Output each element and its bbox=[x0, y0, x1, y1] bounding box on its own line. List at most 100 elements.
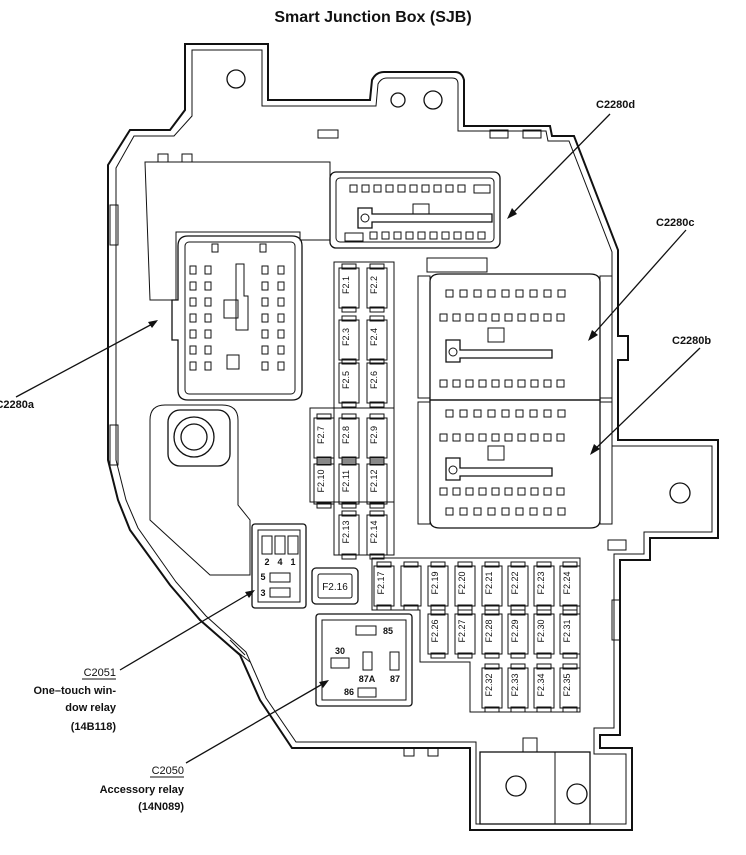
connector-pin bbox=[543, 379, 552, 388]
svg-text:F2.3: F2.3 bbox=[341, 328, 351, 346]
fuse-f2-31: F2.31 bbox=[559, 609, 581, 659]
fuse-f2-17: F2.17 bbox=[373, 561, 395, 611]
connector-pin bbox=[261, 329, 269, 339]
connector-pin bbox=[204, 345, 212, 355]
fuse-f2-3: F2.3 bbox=[338, 315, 360, 365]
fuse-f2-4: F2.4 bbox=[366, 315, 388, 365]
connector-pin bbox=[277, 297, 285, 307]
svg-text:F2.1: F2.1 bbox=[341, 276, 351, 294]
fuse-f2-2: F2.2 bbox=[366, 263, 388, 313]
relay-c2051-pin-4: 4 bbox=[277, 557, 282, 567]
svg-text:F2.12: F2.12 bbox=[369, 469, 379, 492]
svg-text:F2.11: F2.11 bbox=[341, 470, 351, 492]
svg-text:F2.34: F2.34 bbox=[536, 673, 546, 696]
connector-pin bbox=[504, 379, 513, 388]
connector-pin bbox=[373, 184, 382, 193]
connector-pin bbox=[529, 409, 538, 418]
relay-c2051-name-1: One–touch win- bbox=[34, 685, 117, 697]
connector-pin bbox=[261, 361, 269, 371]
connector-pin bbox=[465, 487, 474, 496]
connector-pin bbox=[543, 487, 552, 496]
connector-pin bbox=[189, 361, 197, 371]
fuse-f2-16: F2.16 bbox=[311, 567, 359, 605]
connector-pin bbox=[421, 184, 430, 193]
connector-pin bbox=[473, 409, 482, 418]
connector-pin bbox=[478, 313, 487, 322]
connector-pin bbox=[529, 289, 538, 298]
connector-pin bbox=[429, 231, 438, 240]
relay-c2051-name-2: dow relay bbox=[65, 702, 117, 714]
fuse-f2-9: F2.9 bbox=[366, 413, 388, 463]
connector-pin bbox=[189, 297, 197, 307]
connector-pin bbox=[189, 281, 197, 291]
fuse-f2-29: F2.29 bbox=[507, 609, 529, 659]
fuse-f2-1: F2.1 bbox=[338, 263, 360, 313]
connector-pin bbox=[417, 231, 426, 240]
fuse-slot-empty bbox=[400, 561, 422, 611]
connector-pin bbox=[349, 184, 358, 193]
connector-pin bbox=[517, 313, 526, 322]
fuse-f2-23: F2.23 bbox=[533, 561, 555, 611]
connector-pin bbox=[277, 345, 285, 355]
connector-pin bbox=[405, 231, 414, 240]
relay-c2050-body: 85 30 87A 87 86 bbox=[315, 613, 413, 707]
connector-pin bbox=[515, 409, 524, 418]
connector-pin bbox=[465, 433, 474, 442]
fuse-f2-10: F2.10 bbox=[313, 459, 335, 509]
connector-pin bbox=[517, 379, 526, 388]
fuse-f2-13: F2.13 bbox=[338, 510, 360, 560]
connector-pin bbox=[504, 313, 513, 322]
connector-pin bbox=[452, 433, 461, 442]
connector-pin bbox=[393, 231, 402, 240]
fuse-f2-8: F2.8 bbox=[338, 413, 360, 463]
connector-pin bbox=[277, 329, 285, 339]
mount-hole-icon bbox=[423, 90, 443, 110]
connector-pin bbox=[556, 313, 565, 322]
connector-pin bbox=[543, 507, 552, 516]
label-c2280d: C2280d bbox=[596, 99, 635, 111]
connector-pin bbox=[439, 487, 448, 496]
svg-text:F2.22: F2.22 bbox=[510, 571, 520, 594]
connector-pin bbox=[478, 379, 487, 388]
connector-pin bbox=[504, 487, 513, 496]
connector-pin bbox=[261, 345, 269, 355]
relay-c2050-pin-30: 30 bbox=[335, 646, 345, 656]
svg-text:F2.33: F2.33 bbox=[510, 673, 520, 696]
fuse-f2-24: F2.24 bbox=[559, 561, 581, 611]
connector-c2280d-body bbox=[329, 171, 501, 273]
connector-pin bbox=[445, 289, 454, 298]
svg-text:F2.35: F2.35 bbox=[562, 673, 572, 696]
connector-pin bbox=[501, 289, 510, 298]
connector-pin bbox=[385, 184, 394, 193]
connector-pin bbox=[556, 433, 565, 442]
svg-text:F2.6: F2.6 bbox=[369, 371, 379, 389]
connector-pin bbox=[504, 433, 513, 442]
svg-text:F2.31: F2.31 bbox=[562, 619, 572, 642]
relay-c2050-pin-85: 85 bbox=[383, 626, 393, 636]
relay-c2051-part: (14B118) bbox=[71, 721, 117, 733]
connector-pin bbox=[557, 289, 566, 298]
diagram-title: Smart Junction Box (SJB) bbox=[274, 9, 471, 26]
fuse-f2-27: F2.27 bbox=[454, 609, 476, 659]
relay-c2051-pin-5: 5 bbox=[260, 572, 265, 582]
connector-pin bbox=[204, 361, 212, 371]
callout-c2050: C2050 Accessory relay (14N089) bbox=[100, 765, 185, 813]
connector-pin bbox=[361, 184, 370, 193]
svg-text:F2.29: F2.29 bbox=[510, 619, 520, 642]
connector-pin bbox=[452, 487, 461, 496]
svg-text:F2.13: F2.13 bbox=[341, 520, 351, 543]
connector-pin bbox=[381, 231, 390, 240]
fuse-f2-30: F2.30 bbox=[533, 609, 555, 659]
connector-pin bbox=[439, 313, 448, 322]
relay-c2051-pin-1: 1 bbox=[290, 557, 295, 567]
connector-pin bbox=[459, 289, 468, 298]
svg-text:F2.24: F2.24 bbox=[562, 571, 572, 594]
connector-pin bbox=[557, 507, 566, 516]
connector-pin bbox=[189, 345, 197, 355]
connector-pin bbox=[433, 184, 442, 193]
connector-pin bbox=[439, 433, 448, 442]
connector-pin bbox=[530, 487, 539, 496]
relay-c2051-pin-3: 3 bbox=[260, 588, 265, 598]
svg-text:F2.5: F2.5 bbox=[341, 371, 351, 389]
svg-text:F2.19: F2.19 bbox=[430, 571, 440, 594]
